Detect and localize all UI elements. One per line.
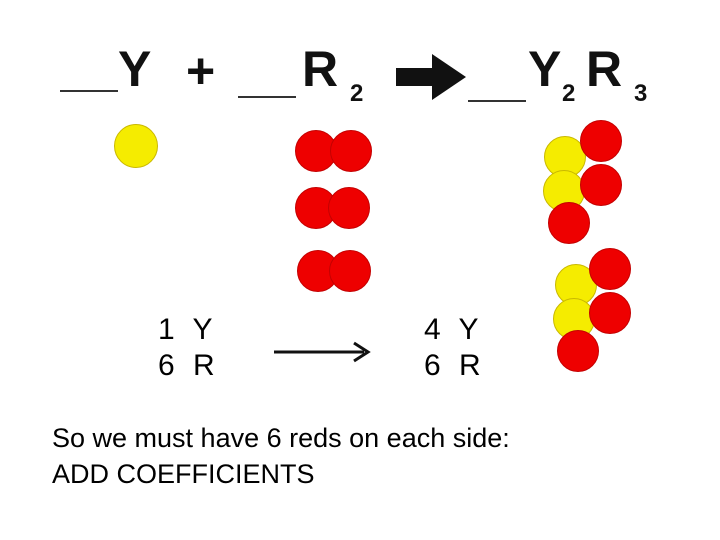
count-arrow-icon [274,341,371,363]
product-r-symbol: R [586,41,623,97]
count-arrow-head [353,341,371,363]
reaction-arrow-shape [396,54,466,100]
caption-line-1: So we must have 6 reds on each side: [52,423,510,453]
reaction-arrow-icon [396,54,466,100]
coefficient-blank-y2r3 [468,100,526,102]
caption: So we must have 6 reds on each side: ADD… [52,420,692,492]
left-count-r: 6 R [158,349,220,382]
reactant-r-subscript: 2 [350,80,364,107]
coefficient-blank-y [60,90,118,92]
reactant-r-symbol: R [302,41,339,97]
red-atom [580,164,622,206]
red-atom [589,248,631,290]
coefficient-blank-r2 [238,96,296,98]
red-atom [557,330,599,372]
reactant-y-symbol: Y [118,41,152,97]
left-count-y: 1 Y [158,313,218,346]
yellow-atom [114,124,158,168]
right-count: 4 Y 6 R [424,312,486,384]
red-atom [580,120,622,162]
caption-line-2: ADD COEFFICIENTS [52,459,315,489]
right-count-r: 6 R [424,349,486,382]
product-y-symbol: Y [528,41,562,97]
red-atom [548,202,590,244]
red-atom [589,292,631,334]
product-r-subscript: 3 [634,80,648,107]
product-y-subscript: 2 [562,80,576,107]
red-atom [330,130,372,172]
red-atom [328,187,370,229]
right-count-y: 4 Y [424,313,484,346]
red-atom [329,250,371,292]
plus-sign: + [186,43,216,99]
left-count: 1 Y 6 R [158,312,220,384]
